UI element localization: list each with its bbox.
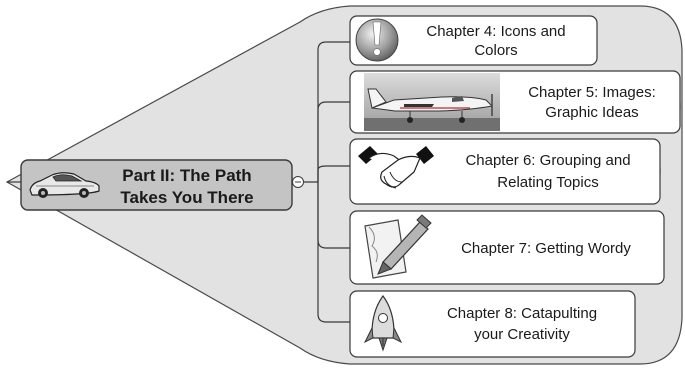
- rocket-icon: [363, 294, 403, 352]
- topic-chapter-6-line2: Relating Topics: [497, 174, 598, 191]
- topic-chapter-8-line1: Chapter 8: Catapulting: [447, 305, 597, 322]
- handshake-icon: [358, 146, 434, 189]
- car-icon: [29, 172, 100, 198]
- topic-chapter-4-line2: Colors: [474, 42, 517, 59]
- topic-chapter-4[interactable]: Chapter 4: Icons and Colors: [349, 15, 598, 66]
- airplane-photo: [364, 73, 500, 131]
- topic-chapter-6-line1: Chapter 6: Grouping and: [465, 152, 630, 169]
- note-pencil-icon: [364, 214, 432, 279]
- topic-chapter-4-line1: Chapter 4: Icons and: [426, 23, 565, 40]
- root-title-line2: Takes You There: [120, 188, 253, 207]
- topic-chapter-5-line1: Chapter 5: Images:: [528, 84, 656, 101]
- exclamation-icon: [355, 18, 399, 62]
- topic-chapter-7[interactable]: Chapter 7: Getting Wordy: [349, 210, 665, 285]
- topic-chapter-8[interactable]: Chapter 8: Catapulting your Creativity: [349, 290, 636, 358]
- topic-chapter-5-line2: Graphic Ideas: [545, 104, 638, 121]
- collapse-toggle[interactable]: [292, 176, 304, 188]
- root-topic[interactable]: Part II: The Path Takes You There: [20, 159, 293, 211]
- topic-chapter-5[interactable]: Chapter 5: Images: Graphic Ideas: [349, 70, 681, 134]
- topic-chapter-7-line1: Chapter 7: Getting Wordy: [461, 240, 631, 257]
- root-title-line1: Part II: The Path: [122, 166, 251, 185]
- topic-chapter-8-line2: your Creativity: [474, 326, 570, 343]
- topic-chapter-6[interactable]: Chapter 6: Grouping and Relating Topics: [349, 138, 661, 205]
